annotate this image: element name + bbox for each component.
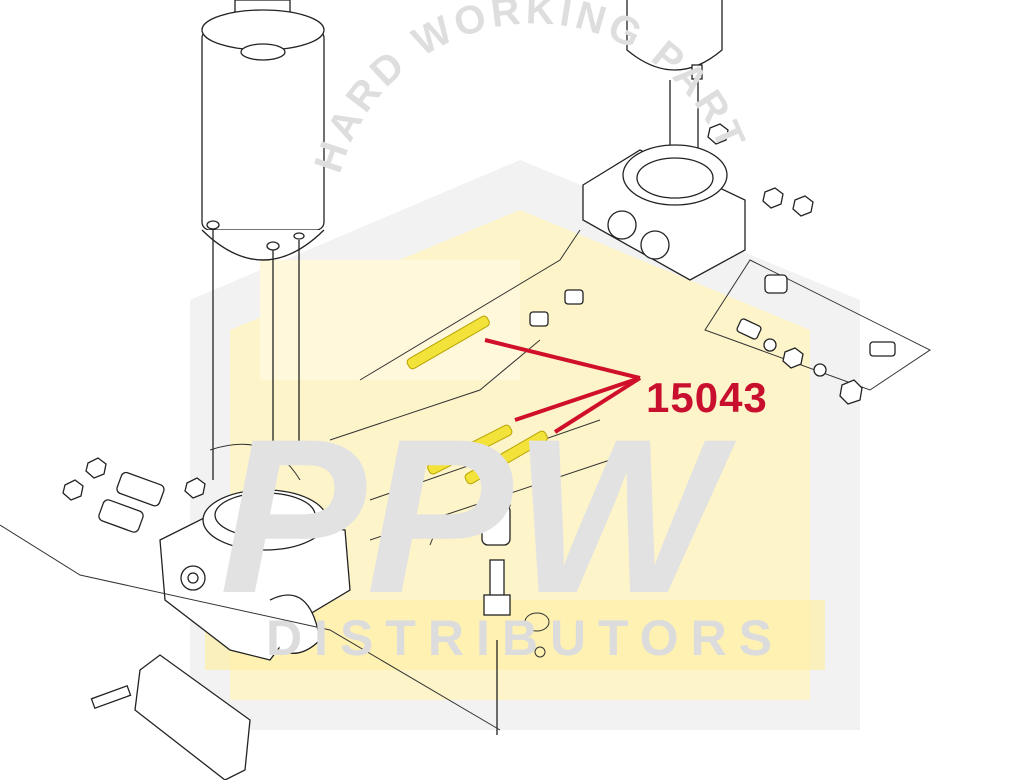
solenoid-switch — [429, 498, 550, 735]
highlighted-rod-2[interactable] — [426, 424, 513, 476]
callout-lines — [484, 338, 642, 434]
part-number-callout: 15043 — [646, 374, 768, 421]
watermark-distributors: DISTRIBUTORS — [266, 610, 784, 666]
left-fittings — [62, 457, 206, 533]
left-pump-housing — [159, 443, 351, 661]
right-pump-housing — [582, 123, 814, 281]
tie-rods — [212, 230, 305, 480]
watermark-ppw: PPW — [219, 393, 736, 639]
leader-lines — [0, 229, 641, 731]
highlighted-rod-3[interactable] — [464, 430, 549, 486]
highlighted-rod-1[interactable] — [406, 315, 491, 371]
cover-plate — [90, 654, 251, 780]
right-reservoir-cylinder — [626, 0, 723, 180]
valve-assembly-parts — [529, 259, 931, 405]
highlighted-parts-15043 — [406, 315, 549, 486]
left-reservoir-cylinder — [201, 0, 325, 261]
